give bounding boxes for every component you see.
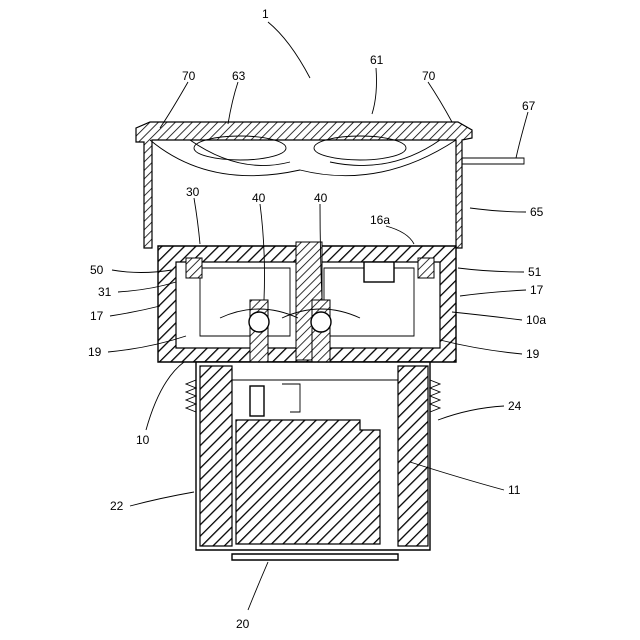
- label-30: 30: [186, 185, 200, 199]
- label-31: 31: [98, 285, 112, 299]
- label-16a: 16a: [370, 213, 390, 227]
- label-19-right: 19: [526, 347, 540, 361]
- label-51: 51: [528, 265, 542, 279]
- label-50: 50: [90, 263, 104, 277]
- housing-10: [158, 242, 456, 362]
- label-19-left: 19: [88, 345, 102, 359]
- connector-body-20: [196, 362, 430, 560]
- label-1: 1: [262, 7, 269, 21]
- label-40-right: 40: [314, 191, 328, 205]
- label-20: 20: [236, 617, 250, 631]
- label-63: 63: [232, 69, 246, 83]
- label-10: 10: [136, 433, 150, 447]
- label-10a: 10a: [526, 313, 546, 327]
- label-17-left: 17: [90, 309, 104, 323]
- label-65: 65: [530, 205, 544, 219]
- label-70-right: 70: [422, 69, 436, 83]
- label-70-left: 70: [182, 69, 196, 83]
- label-40-left: 40: [252, 191, 266, 205]
- label-17-right: 17: [530, 283, 544, 297]
- label-61: 61: [370, 53, 384, 67]
- label-22: 22: [110, 499, 124, 513]
- label-11: 11: [508, 483, 521, 497]
- label-67: 67: [522, 99, 536, 113]
- label-24: 24: [508, 399, 522, 413]
